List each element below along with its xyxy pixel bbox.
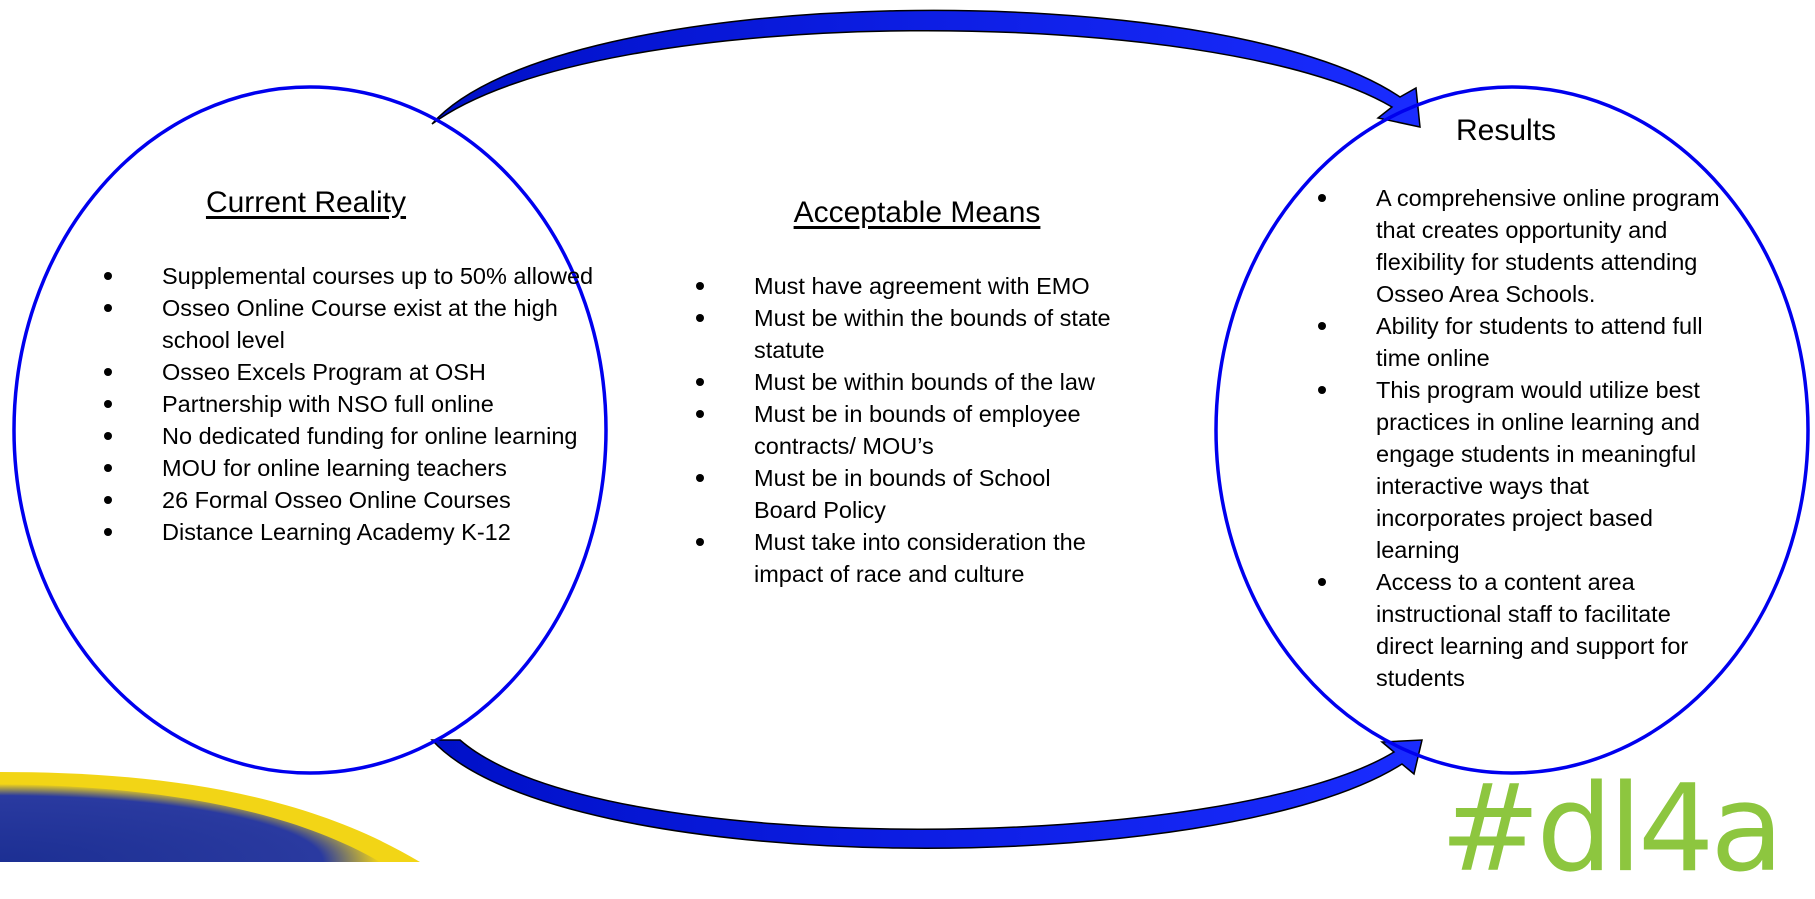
current-reality-title: Current Reality	[205, 186, 407, 219]
results-circle	[1214, 85, 1810, 775]
list-item: Must be within the bounds of state statu…	[692, 302, 1112, 366]
list-item: Supplemental courses up to 50% allowed	[100, 260, 600, 292]
list-item: 26 Formal Osseo Online Courses	[100, 484, 600, 516]
list-item: This program would utilize best practice…	[1314, 374, 1724, 566]
top-cycle-arrow	[431, 9, 1421, 128]
current-reality-circle	[12, 85, 608, 775]
cycle-diagram	[0, 9, 1810, 862]
list-item: A comprehensive online program that crea…	[1314, 182, 1724, 310]
list-item: Must take into consideration the impact …	[692, 526, 1112, 590]
bottom-cycle-arrow	[430, 739, 1423, 849]
list-item: Ability for students to attend full time…	[1314, 310, 1724, 374]
results-block: Results A comprehensive online program t…	[1314, 114, 1794, 694]
list-item: Osseo Excels Program at OSH	[100, 356, 600, 388]
corner-decoration-inner	[0, 784, 380, 862]
list-item: Must be in bounds of employee contracts/…	[692, 398, 1112, 462]
results-title-text: Results	[1456, 114, 1557, 147]
dl4a-logo: #dl4a	[1440, 760, 1784, 899]
acceptable-means-title: Acceptable Means	[793, 196, 1041, 229]
current-reality-block: Current Reality Supplemental courses up …	[100, 186, 600, 548]
current-reality-list: Supplemental courses up to 50% allowed O…	[100, 260, 600, 548]
results-title: Results	[1314, 114, 1815, 148]
results-list: A comprehensive online program that crea…	[1314, 182, 1724, 694]
list-item: Distance Learning Academy K-12	[100, 516, 600, 548]
list-item: Partnership with NSO full online	[100, 388, 600, 420]
acceptable-means-block: Acceptable Means Must have agreement wit…	[692, 196, 1212, 590]
list-item: Must have agreement with EMO	[692, 270, 1112, 302]
list-item: Must be within bounds of the law	[692, 366, 1112, 398]
list-item: No dedicated funding for online learning	[100, 420, 600, 452]
list-item: Osseo Online Course exist at the high sc…	[100, 292, 600, 356]
list-item: MOU for online learning teachers	[100, 452, 600, 484]
list-item: Access to a content area instructional s…	[1314, 566, 1724, 694]
list-item: Must be in bounds of School Board Policy	[692, 462, 1112, 526]
acceptable-means-list: Must have agreement with EMO Must be wit…	[692, 270, 1112, 590]
